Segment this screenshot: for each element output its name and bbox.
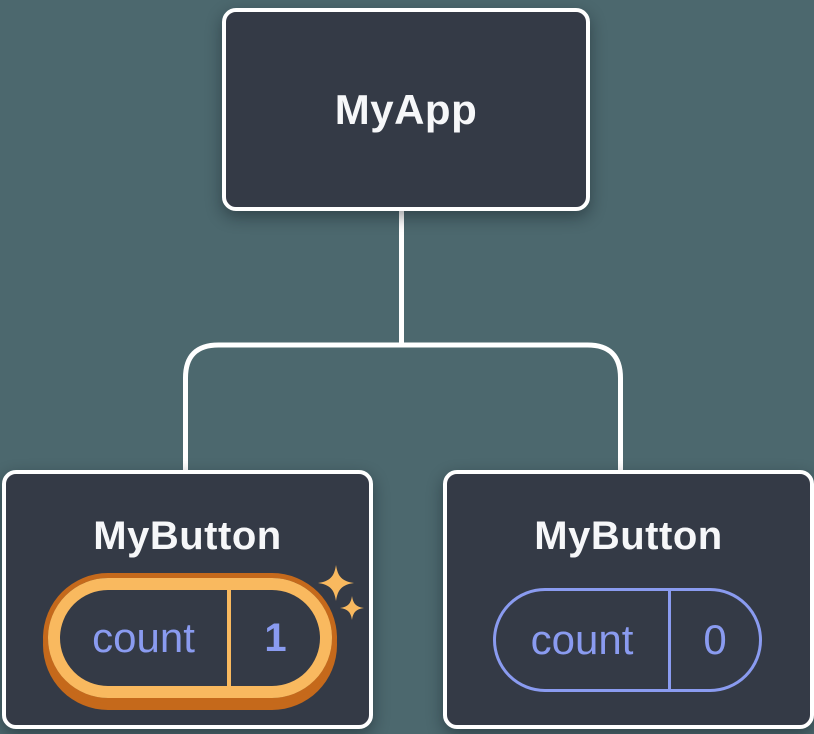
sparkle-icon-small bbox=[340, 596, 364, 620]
pill-divider bbox=[227, 590, 231, 686]
state-value: 1 bbox=[264, 615, 287, 660]
node-label: MyButton bbox=[534, 514, 723, 558]
state-value: 0 bbox=[703, 616, 727, 663]
pill-divider bbox=[668, 591, 671, 689]
state-pill: count 0 bbox=[493, 588, 762, 692]
bracket-line bbox=[183, 342, 623, 471]
state-key: count bbox=[530, 616, 634, 663]
node-myapp: MyApp bbox=[222, 8, 590, 211]
node-mybutton-right: MyButton count 0 bbox=[443, 470, 814, 729]
node-mybutton-left: MyButton count 1 bbox=[2, 470, 373, 729]
sparkle-icon bbox=[318, 565, 354, 601]
node-label: MyButton bbox=[93, 514, 282, 558]
state-key: count bbox=[92, 614, 195, 661]
state-pill-highlighted: count 1 bbox=[48, 578, 332, 698]
node-label: MyApp bbox=[334, 85, 478, 133]
